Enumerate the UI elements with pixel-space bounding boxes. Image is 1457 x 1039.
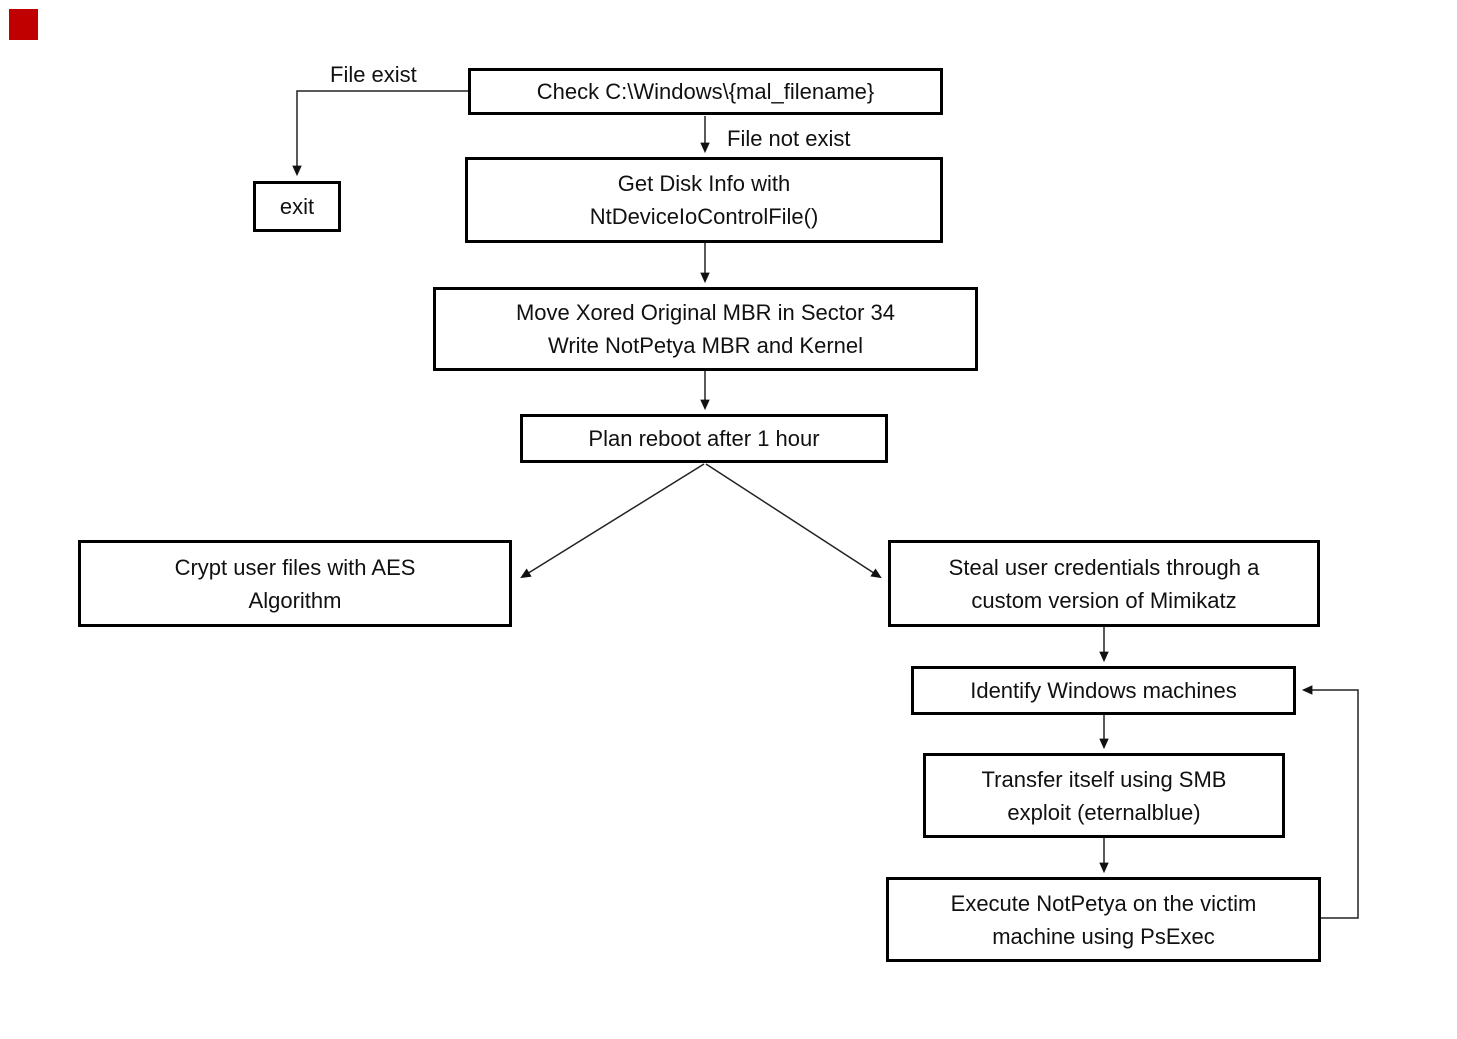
node-exit: exit [253,181,341,232]
node-get-disk-info: Get Disk Info with NtDeviceIoControlFile… [465,157,943,243]
edge-label-file-exist: File exist [330,62,417,87]
node-steal-credentials: Steal user credentials through a custom … [888,540,1320,627]
node-crypt-user-files: Crypt user files with AES Algorithm [78,540,512,627]
edge-check-to-exit [292,90,468,177]
node-plan-reboot: Plan reboot after 1 hour [520,414,888,463]
node-check-mal-filename: Check C:\Windows\{mal_filename} [468,68,943,115]
red-corner-marker [9,9,38,40]
edge-label-file-not-exist: File not exist [727,126,851,151]
node-transfer-smb-exploit: Transfer itself using SMB exploit (etern… [923,753,1285,838]
edge-plan-reboot-to-steal-credentials [705,463,882,579]
node-identify-windows-machines: Identify Windows machines [911,666,1296,715]
node-move-xored-mbr: Move Xored Original MBR in Sector 34 Wri… [433,287,978,371]
edge-plan-reboot-to-crypt-files [520,463,705,579]
node-execute-psexec: Execute NotPetya on the victim machine u… [886,877,1321,962]
